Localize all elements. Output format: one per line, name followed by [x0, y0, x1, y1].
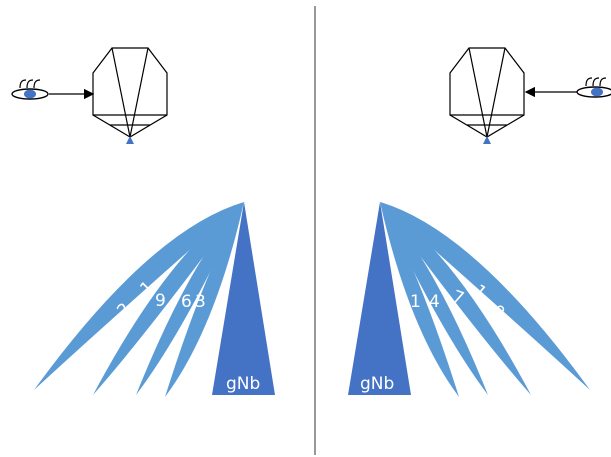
left-petal-label-3: 9	[155, 291, 166, 311]
right-petal-label-5: 0	[487, 301, 509, 323]
left-petal-label-4: 6	[181, 292, 192, 312]
left-gnb-wedge	[212, 202, 275, 395]
right-eye-icon	[576, 77, 611, 98]
right-petal-label-1: 1	[410, 292, 421, 312]
right-beam-petal-3	[380, 202, 488, 395]
right-gnb-label: gNb	[360, 374, 394, 394]
right-gnb-wedge	[348, 202, 411, 395]
left-eye-icon	[11, 79, 49, 100]
left-petal-label-1: 2	[113, 299, 135, 321]
right-beam-fan: gNb 1 4 7 1 0	[348, 202, 590, 397]
left-antenna-marker	[126, 136, 134, 144]
right-hexagon-prism-icon	[449, 47, 525, 144]
right-beam-petal-4	[380, 202, 459, 397]
left-petal-label-5: 3	[195, 292, 206, 312]
left-beam-petal-3	[136, 202, 244, 395]
left-beam-fan: gNb 2 1 9 6 3	[34, 202, 275, 397]
right-petal-label-2: 4	[429, 292, 440, 312]
left-hexagon-prism-icon	[92, 47, 168, 144]
left-beam-petal-4	[165, 202, 244, 397]
eye-pupil	[24, 89, 36, 99]
right-beam-petal-2	[380, 202, 531, 395]
eye-pupil	[591, 87, 603, 97]
left-gnb-label: gNb	[226, 374, 260, 394]
right-antenna-marker	[483, 136, 491, 144]
left-beam-petal-2	[93, 202, 244, 395]
